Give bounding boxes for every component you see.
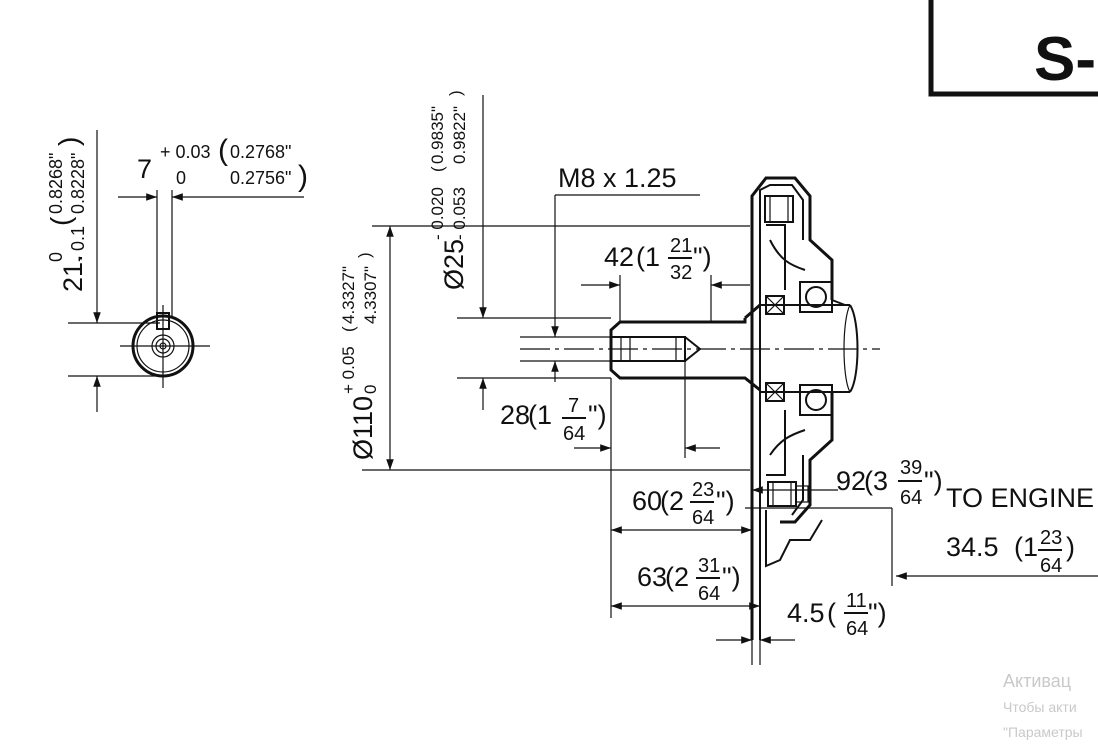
- keyway-depth-tol-lower: - 0.1: [68, 226, 88, 262]
- svg-text:(: (: [218, 134, 228, 167]
- keyway-width-tol-upper: + 0.03: [160, 142, 211, 162]
- svg-text:(: (: [827, 598, 836, 628]
- keyway-width-nominal: 7: [137, 154, 152, 184]
- svg-text:): ): [1066, 532, 1075, 562]
- pilot-tol-lower: 0: [361, 385, 380, 394]
- svg-text:"): "): [924, 466, 943, 496]
- keyway-depth-in-upper: 0.8268": [46, 153, 66, 214]
- svg-text:64: 64: [846, 618, 868, 640]
- svg-text:"): "): [693, 242, 712, 272]
- svg-text:7: 7: [568, 395, 579, 417]
- pilot-tol-upper: + 0.05: [339, 346, 358, 394]
- svg-text:"): "): [722, 562, 741, 592]
- svg-text:23: 23: [692, 479, 714, 501]
- pilot-in-upper: 4.3327": [339, 266, 358, 324]
- svg-text:11: 11: [846, 590, 867, 612]
- shaft-diameter-tol-lower: - 0.053: [450, 187, 469, 240]
- svg-text:63: 63: [637, 562, 667, 592]
- svg-text:64: 64: [692, 507, 714, 529]
- title-box: S-: [928, 0, 1098, 97]
- svg-text:(1: (1: [528, 400, 552, 430]
- dim-92-label: 92 (3 39 64 "): [836, 457, 943, 509]
- svg-text:): ): [446, 90, 465, 96]
- keyway-width-tol-lower: 0: [176, 168, 186, 188]
- svg-text:64: 64: [1040, 555, 1062, 577]
- svg-text:4.5: 4.5: [787, 598, 825, 628]
- dim-45-label: 4.5 ( 11 64 "): [787, 590, 887, 640]
- svg-text:34.5: 34.5: [946, 532, 999, 562]
- shaft-side-view: [362, 95, 1098, 665]
- svg-text:Активац: Активац: [1003, 671, 1071, 691]
- pilot-in-lower: 4.3307": [361, 266, 380, 324]
- svg-text:64: 64: [563, 423, 585, 445]
- title-box-label: S-: [1034, 25, 1096, 94]
- svg-text:(1: (1: [636, 242, 660, 272]
- svg-text:28: 28: [500, 400, 530, 430]
- svg-text:(2: (2: [665, 562, 689, 592]
- keyway-width-in-upper: 0.2768": [230, 142, 291, 162]
- svg-text:(: (: [428, 166, 447, 172]
- dim-60-label: 60 (2 23 64 "): [632, 479, 735, 529]
- svg-text:23: 23: [1040, 527, 1062, 549]
- dim-42-label: 42 (1 21 32 "): [604, 235, 712, 284]
- shaft-diameter-in-upper: 0.9835": [428, 106, 447, 164]
- activation-watermark: Активац Чтобы акти "Параметры: [1003, 671, 1083, 740]
- svg-text:64: 64: [900, 487, 922, 509]
- svg-text:(: (: [339, 326, 358, 332]
- keyway-width-in-lower: 0.2756": [230, 168, 291, 188]
- svg-text:39: 39: [900, 457, 922, 479]
- svg-text:21: 21: [670, 235, 692, 257]
- svg-text:"): "): [716, 486, 735, 516]
- svg-text:31: 31: [698, 555, 720, 577]
- keyway-depth-nominal: 21.: [58, 254, 88, 292]
- svg-text:Чтобы акти: Чтобы акти: [1003, 699, 1077, 715]
- svg-text:60: 60: [632, 486, 662, 516]
- dim-28-label: 28 (1 7 64 "): [500, 395, 607, 445]
- svg-text:42: 42: [604, 242, 634, 272]
- svg-text:"Параметры: "Параметры: [1003, 724, 1083, 740]
- shaft-diameter-in-lower: 0.9822": [450, 106, 469, 164]
- keyway-depth-tol-upper: 0: [46, 252, 66, 262]
- dim-63-label: 63 (2 31 64 "): [637, 555, 741, 605]
- svg-text:): ): [298, 160, 308, 193]
- svg-text:(3: (3: [864, 466, 888, 496]
- svg-text:64: 64: [698, 583, 720, 605]
- keyway-depth-in-lower: 0.8228": [68, 153, 88, 214]
- svg-text:32: 32: [670, 262, 692, 284]
- pilot-diameter-label: Ø110: [348, 396, 378, 460]
- svg-text:"): "): [868, 598, 887, 628]
- shaft-diameter-label: Ø25: [439, 239, 469, 290]
- shaft-diameter-tol-upper: - 0.020: [428, 187, 447, 240]
- svg-text:92: 92: [836, 466, 866, 496]
- thread-label: M8 x 1.25: [558, 163, 677, 193]
- dim-345-label: 34.5 (1 23 64 ): [946, 527, 1075, 577]
- svg-text:(2: (2: [660, 486, 684, 516]
- keyway-end-view: [68, 130, 304, 412]
- svg-text:(1: (1: [1014, 532, 1038, 562]
- svg-text:): ): [355, 252, 374, 258]
- svg-text:): ): [53, 137, 84, 146]
- svg-text:"): "): [588, 400, 607, 430]
- svg-text:(: (: [45, 216, 76, 226]
- to-engine-label: TO ENGINE: [946, 483, 1094, 513]
